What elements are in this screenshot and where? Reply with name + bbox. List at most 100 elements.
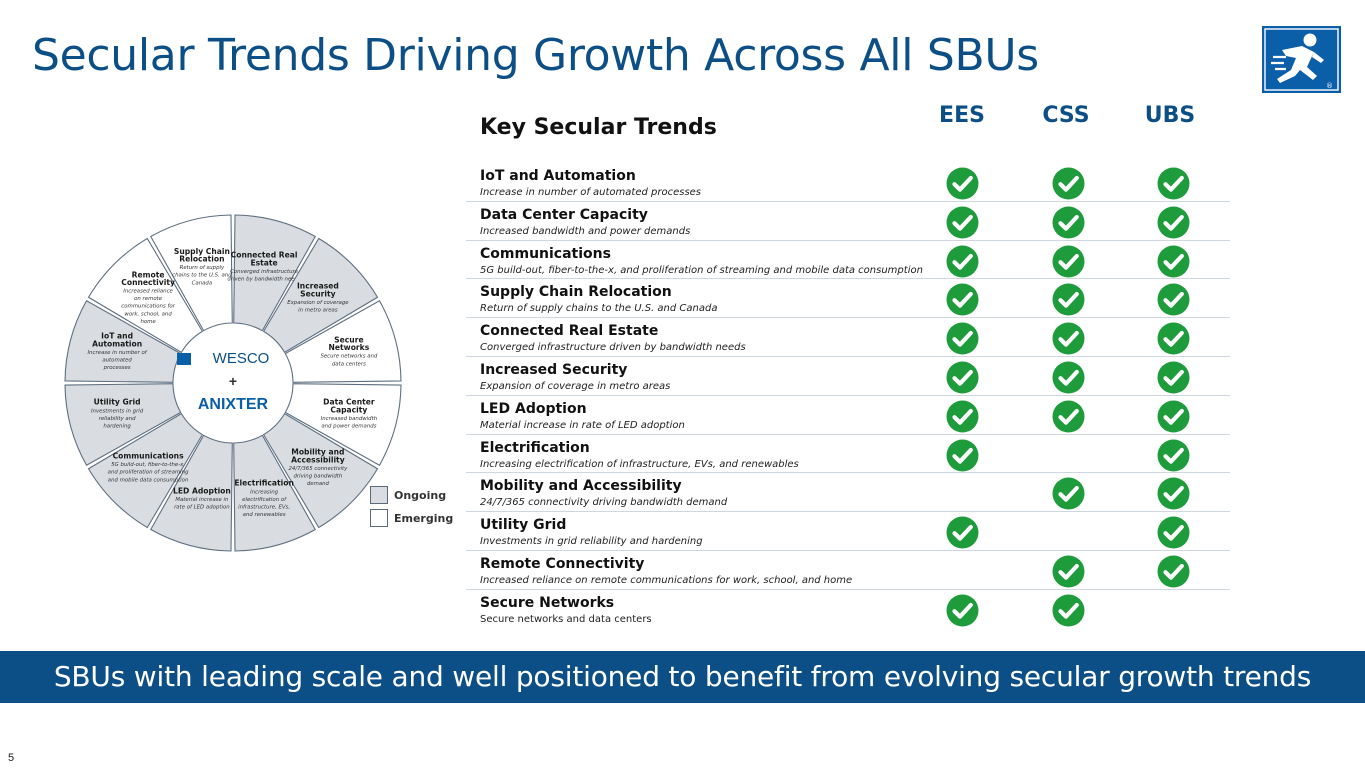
wheel-segment-title: Connected Real: [231, 251, 298, 260]
check-icon: [1157, 206, 1190, 239]
wheel-segment-desc: Expansion of coverage: [287, 300, 349, 306]
wheel-segment: [87, 412, 204, 529]
wheel-segment-desc: Canada: [192, 280, 213, 286]
check-icon: [946, 516, 979, 549]
check-icon: [946, 439, 979, 472]
wheel-segment: [284, 383, 402, 466]
check-icon: [946, 594, 979, 627]
wheel-segment-desc: Return of supply: [180, 265, 225, 271]
wheel-segment-title: Relocation: [179, 255, 224, 264]
trend-description: Increase in number of automated processe…: [480, 187, 702, 198]
wheel-segment-title: LED Adoption: [173, 486, 231, 495]
trend-title: Data Center Capacity: [480, 206, 648, 223]
wheel-segment-desc: Increase in number of: [87, 350, 147, 356]
trend-description: Return of supply chains to the U.S. and …: [480, 303, 718, 315]
legend-label: Ongoing: [394, 488, 447, 502]
wheel-segment-title: Utility Grid: [94, 398, 141, 407]
trend-title: Communications: [480, 245, 611, 262]
legend-item: Emerging: [370, 509, 453, 527]
wheel-segment: [64, 300, 182, 383]
anixter-logo: ANIXTER: [198, 396, 269, 413]
trend-description: 24/7/365 connectivity driving bandwidth …: [480, 497, 728, 509]
trend-description: Increased bandwidth and power demands: [480, 225, 691, 237]
trend-title: Mobility and Accessibility: [480, 478, 682, 495]
check-icon: [1052, 206, 1085, 239]
trend-description: Material increase in rate of LED adoptio…: [480, 419, 685, 431]
wheel-segment: [284, 300, 402, 383]
check-icon: [1157, 516, 1190, 549]
trend-description: Increased reliance on remote communicati…: [480, 575, 853, 586]
trend-title: Supply Chain Relocation: [480, 284, 672, 301]
check-icon: [1157, 167, 1190, 200]
check-icon: [1157, 555, 1190, 588]
wheel-segment-title: Communications: [113, 452, 185, 461]
wheel-segment-desc: demand: [307, 481, 330, 487]
wheel-segment-title: Increased: [297, 282, 339, 291]
wheel-segment-desc: Material increase in: [175, 497, 229, 503]
wheel-segment-desc: and power demands: [321, 424, 376, 430]
wheel-segment-desc: automated: [102, 358, 132, 364]
wheel-segment-desc: data centers: [332, 361, 366, 367]
wheel-segment-title: Supply Chain: [174, 247, 230, 256]
wheel-segment-desc: electrification of: [242, 497, 287, 503]
wheel-segment-desc: processes: [103, 365, 131, 371]
wheel-segment: [262, 412, 379, 529]
legend-swatch: [370, 509, 388, 527]
check-icon: [946, 400, 979, 433]
column-header-ees: EES: [939, 103, 985, 128]
check-icon: [1157, 283, 1190, 316]
wheel-segment-desc: Increasing: [250, 489, 279, 495]
check-icon: [946, 283, 979, 316]
check-icon: [1052, 283, 1085, 316]
wheel-segment-desc: on remote: [134, 296, 163, 302]
check-icon: [1052, 245, 1085, 278]
check-icon: [946, 322, 979, 355]
wheel-segment-title: Secure: [334, 336, 363, 345]
wheel-segment: [150, 214, 233, 332]
check-icon: [1157, 245, 1190, 278]
wheel-segment-title: Mobility and: [291, 448, 344, 457]
wheel-segment-desc: work, school, and: [124, 311, 172, 317]
check-icon: [1157, 400, 1190, 433]
wheel-segment-title: Networks: [329, 343, 370, 352]
check-icon: [1052, 477, 1085, 510]
check-icon: [1052, 167, 1085, 200]
trend-title: LED Adoption: [480, 400, 587, 417]
wheel-segment: [150, 434, 233, 552]
wheel-segment-title: Capacity: [330, 405, 367, 414]
banner-text: SBUs with leading scale and well positio…: [53, 660, 1312, 693]
table-heading: Key Secular Trends: [480, 115, 717, 140]
trend-description: Converged infrastructure driven by bandw…: [480, 342, 746, 354]
trend-title: Increased Security: [480, 362, 628, 378]
wheel-segment: [87, 237, 204, 354]
wheel-segment-desc: 24/7/365 connectivity: [288, 466, 348, 472]
registered-mark: ®: [1326, 82, 1333, 90]
wheel-segment-desc: driving bandwidth: [293, 474, 342, 480]
trend-row: Mobility and Accessibility 24/7/365 conne…: [466, 473, 1230, 513]
check-icon: [1052, 400, 1085, 433]
wheel-segment-desc: communications for: [121, 304, 175, 310]
column-header-ubs: UBS: [1144, 103, 1196, 128]
wheel-segment-title: Estate: [250, 258, 277, 267]
runner-logo-icon: ®: [1262, 26, 1341, 93]
legend-swatch: [370, 486, 388, 504]
trend-description: Secure networks and data centers: [480, 613, 652, 625]
wheel-segment-desc: hardening: [103, 424, 131, 430]
wheel-segment-desc: rate of LED adoption: [174, 505, 230, 511]
wheel-segment-title: Connectivity: [121, 278, 175, 287]
check-icon: [1157, 477, 1190, 510]
trend-title: Utility Grid: [480, 517, 567, 534]
wheel-segment-title: IoT and: [101, 332, 133, 341]
check-icon: [1052, 361, 1085, 394]
